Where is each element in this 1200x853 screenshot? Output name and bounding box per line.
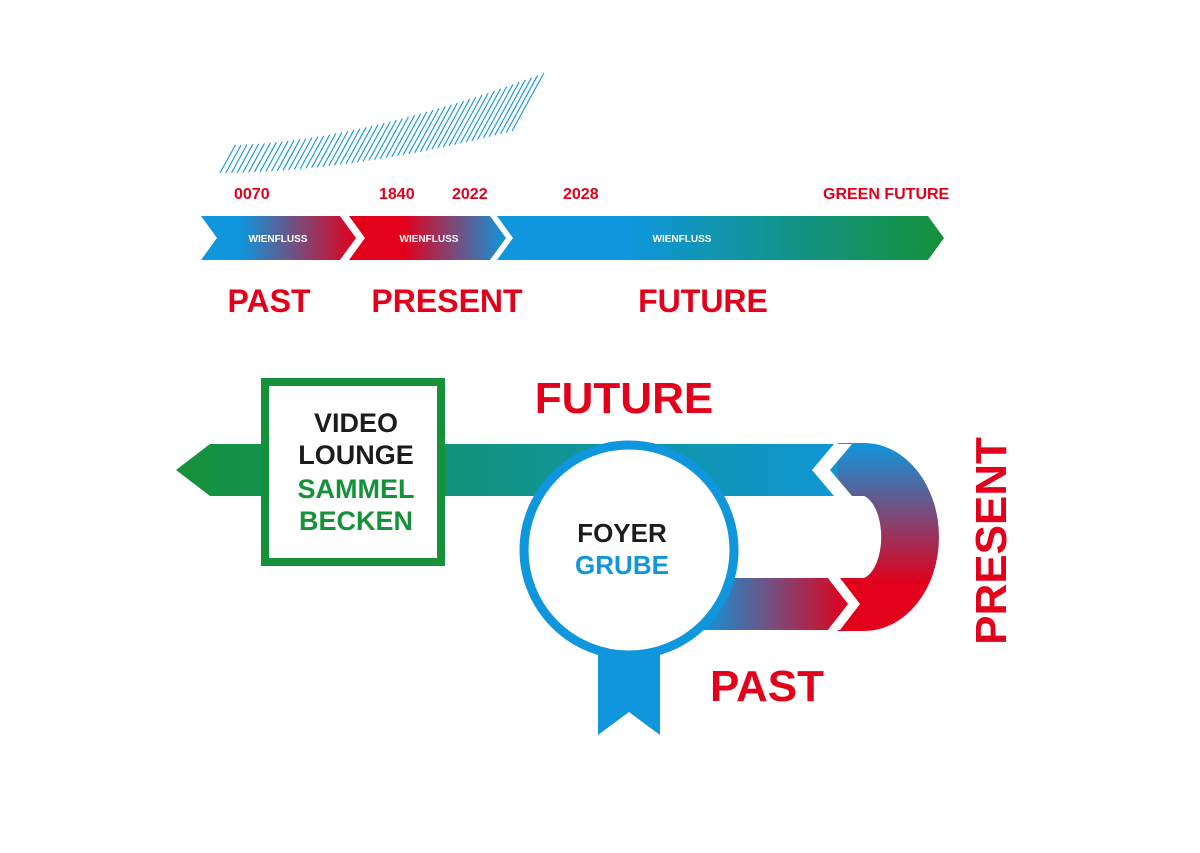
box-line-becken: BECKEN — [299, 506, 413, 536]
hatch-stroke — [334, 129, 355, 166]
year-0070: 0070 — [234, 186, 270, 203]
band-past-segment — [201, 216, 356, 260]
hatch-stroke — [431, 102, 458, 150]
flow-uturn — [838, 443, 939, 631]
flow-past-notch — [828, 578, 860, 630]
band-label-future: WIENFLUSS — [653, 234, 712, 245]
hatch-stroke — [391, 115, 416, 158]
band-present-segment — [349, 216, 506, 260]
year-green-future: GREEN FUTURE — [823, 186, 950, 203]
year-2028: 2028 — [563, 186, 599, 203]
hatch-stroke — [351, 125, 373, 164]
foyer-line-1: FOYER — [577, 518, 667, 548]
phase-past: PAST — [228, 283, 311, 319]
hatch-stroke — [500, 77, 532, 135]
hatch-stroke — [368, 121, 391, 161]
flow-uturn-notch — [812, 444, 852, 496]
hatch-stroke — [356, 124, 379, 163]
band-label-present: WIENFLUSS — [400, 234, 459, 245]
video-lounge-box — [261, 378, 445, 566]
hatch-stroke — [219, 144, 236, 174]
hatch-stroke — [242, 143, 260, 173]
hatch-stroke — [397, 113, 422, 157]
band-label-past: WIENFLUSS — [249, 234, 308, 245]
foyer-ribbon — [598, 650, 660, 735]
hatch-stroke — [442, 98, 471, 148]
hatch-stroke — [448, 96, 477, 147]
hatch-stroke — [311, 134, 331, 169]
hatch-stroke — [505, 75, 539, 133]
box-line-lounge: LOUNGE — [298, 440, 414, 470]
phase-future: FUTURE — [638, 283, 768, 319]
hatch-stroke — [288, 138, 307, 171]
hatch-stroke — [488, 81, 520, 137]
hatch-stroke — [437, 100, 465, 149]
hatch-stroke — [454, 94, 483, 145]
hatch-stroke — [236, 144, 254, 173]
hatch-stroke — [465, 90, 495, 143]
hatch-stroke — [379, 118, 403, 159]
box-line-video: VIDEO — [314, 408, 398, 438]
hatch-stroke — [414, 108, 440, 154]
hatch-stroke — [511, 72, 545, 132]
flow-past-arrow — [700, 578, 848, 630]
year-1840: 1840 — [379, 186, 415, 203]
hatch-stroke — [259, 142, 277, 173]
hatch-stroke — [362, 122, 385, 162]
hatch-stroke — [265, 141, 283, 172]
hatch-stroke — [345, 127, 367, 165]
hatch-stroke — [477, 86, 508, 140]
hatch-stroke — [282, 139, 301, 171]
hatch-stroke — [419, 106, 446, 152]
hatch-stroke — [276, 139, 295, 172]
hatch-stroke — [293, 137, 313, 170]
hatch-stroke — [253, 142, 271, 173]
foyer-circle — [519, 440, 739, 660]
hatch-pattern — [219, 72, 545, 174]
hatch-stroke — [339, 128, 361, 165]
hatch-stroke — [322, 132, 343, 167]
hatch-stroke — [482, 84, 514, 139]
box-line-sammel: SAMMEL — [298, 474, 415, 504]
flow-past-label: PAST — [710, 662, 824, 711]
flow-future-label: FUTURE — [535, 374, 713, 423]
hatch-stroke — [408, 109, 434, 155]
hatch-stroke — [385, 116, 409, 159]
hatch-stroke — [316, 133, 337, 168]
band-future-segment — [497, 216, 944, 260]
hatch-stroke — [231, 144, 248, 174]
hatch-stroke — [225, 144, 242, 174]
hatch-stroke — [374, 119, 397, 160]
hatch-stroke — [494, 79, 526, 136]
foyer-line-2: GRUBE — [575, 550, 669, 580]
hatch-stroke — [271, 140, 289, 172]
hatch-stroke — [328, 130, 349, 167]
hatch-stroke — [460, 92, 489, 144]
hatch-stroke — [425, 104, 452, 151]
hatch-stroke — [471, 88, 501, 142]
flow-present-label: PRESENT — [967, 437, 1016, 645]
year-2022: 2022 — [452, 186, 488, 203]
phase-present: PRESENT — [371, 283, 523, 319]
hatch-stroke — [305, 135, 325, 169]
hatch-stroke — [299, 136, 319, 170]
hatch-stroke — [402, 111, 428, 156]
hatch-stroke — [248, 143, 265, 173]
